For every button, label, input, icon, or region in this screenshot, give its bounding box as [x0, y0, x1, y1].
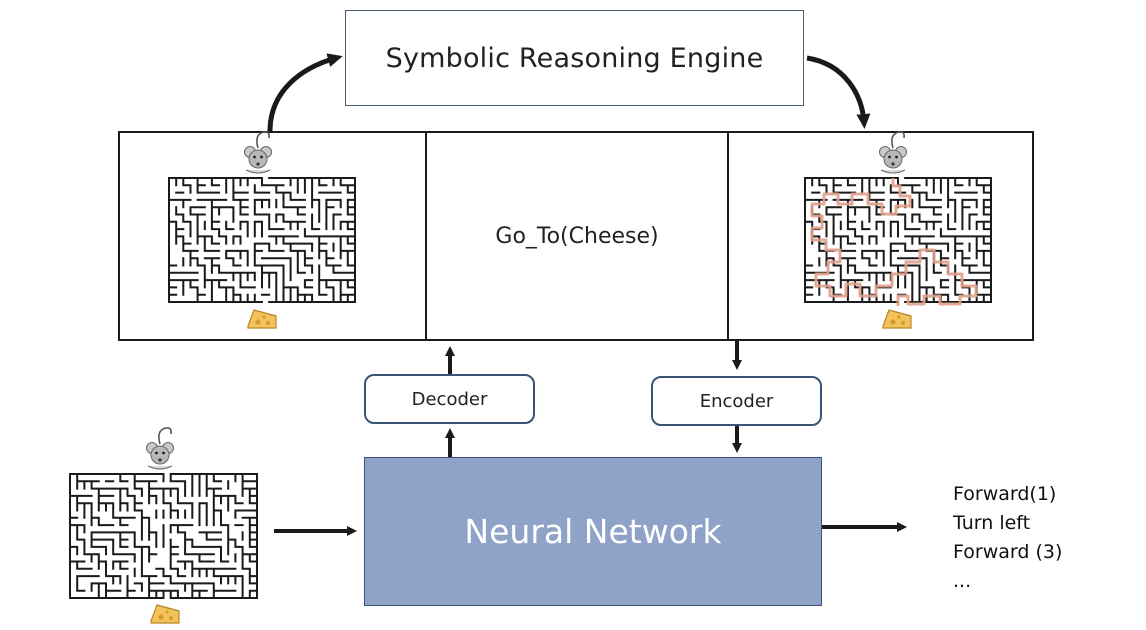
output-action: ... — [953, 570, 972, 592]
cheese-icon — [150, 604, 180, 624]
arrow-from-engine — [806, 55, 871, 129]
maze-icon — [69, 473, 258, 599]
decoder-label: Decoder — [411, 388, 488, 410]
arrow-to-engine — [267, 53, 343, 132]
neural-network-label: Neural Network — [464, 512, 722, 551]
unsolved-maze-panel — [118, 131, 427, 341]
output-action: Turn left — [953, 512, 1031, 534]
output-action-list: Forward(1) Turn left Forward (3) ... — [953, 480, 1062, 596]
decoder-box: Decoder — [364, 374, 535, 424]
output-action: Forward (3) — [953, 541, 1063, 563]
solved-maze-panel — [727, 131, 1034, 341]
neural-network-box: Neural Network — [364, 457, 822, 606]
mouse-icon — [145, 427, 175, 470]
encoder-label: Encoder — [699, 390, 774, 412]
symbolic-reasoning-engine-box: Symbolic Reasoning Engine — [345, 10, 804, 106]
engine-label: Symbolic Reasoning Engine — [385, 42, 764, 74]
symbolic-program-panel: Go_To(Cheese) — [425, 131, 729, 341]
maze-walls — [69, 473, 258, 599]
symbolic-program-label: Go_To(Cheese) — [495, 223, 659, 249]
output-action: Forward(1) — [953, 483, 1057, 505]
encoder-box: Encoder — [651, 376, 822, 426]
